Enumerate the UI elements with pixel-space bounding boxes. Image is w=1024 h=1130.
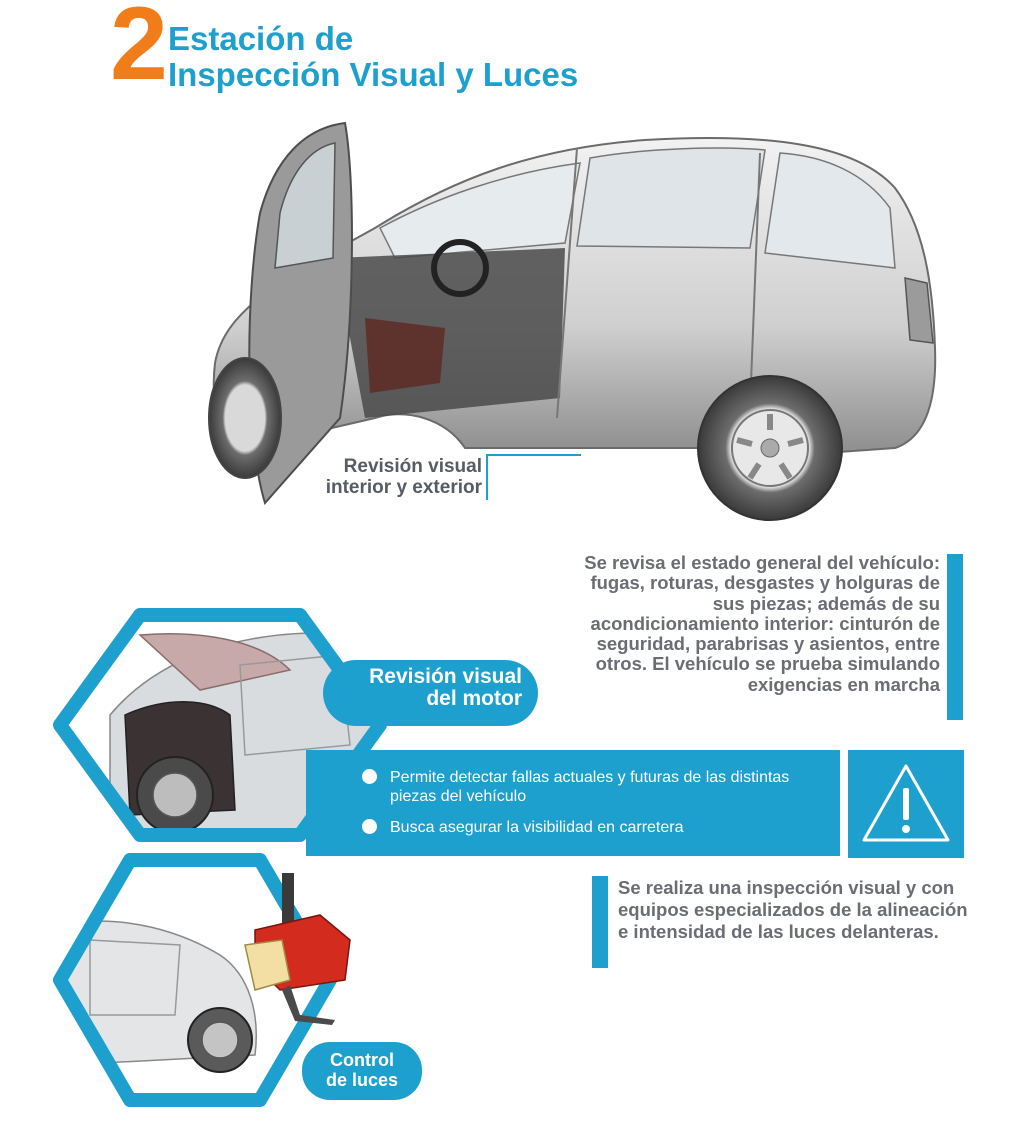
- exterior-inspection-label: Revisión visual interior y exterior: [292, 456, 482, 498]
- step-number: 2: [110, 0, 168, 102]
- car-illustration: [208, 121, 937, 521]
- light-inspection-description: Se realiza una inspección visual y con e…: [618, 877, 968, 942]
- list-item: Busca asegurar la visibilidad en carrete…: [362, 818, 820, 837]
- list-item-text: Busca asegurar la visibilidad en carrete…: [390, 819, 684, 836]
- warning-box: [848, 750, 964, 858]
- exterior-label-bracket-vertical: [486, 454, 488, 500]
- bullet-panel: [306, 750, 840, 856]
- description-1-accent-bar: [947, 554, 963, 720]
- page-title-line1: Estación de: [168, 20, 354, 57]
- exterior-label-bracket-horizontal: [486, 454, 581, 456]
- list-item: Permite detectar fallas actuales y futur…: [362, 768, 820, 806]
- motor-badge-line2: del motor: [426, 687, 522, 710]
- luces-badge-line2: de luces: [325, 1070, 399, 1090]
- light-control-badge: Control de luces: [302, 1042, 422, 1100]
- visual-inspection-description: Se revisa el estado general del vehículo…: [584, 552, 940, 695]
- list-item-text: Permite detectar fallas actuales y futur…: [390, 769, 790, 805]
- exterior-label-line2: interior y exterior: [325, 477, 482, 498]
- motor-inspection-badge: Revisión visual del motor: [323, 660, 538, 726]
- bullet-dot-icon: [362, 769, 377, 784]
- headlight-control-illustration: [53, 853, 351, 1107]
- warning-triangle-icon: [862, 764, 950, 842]
- luces-badge-line1: Control: [330, 1050, 394, 1070]
- description-2-accent-bar: [592, 876, 608, 968]
- motor-badge-line1: Revisión visual: [369, 665, 522, 688]
- exterior-label-line1: Revisión visual: [343, 456, 482, 477]
- page-title-line2: Inspección Visual y Luces: [168, 56, 579, 93]
- bullet-dot-icon: [362, 819, 377, 834]
